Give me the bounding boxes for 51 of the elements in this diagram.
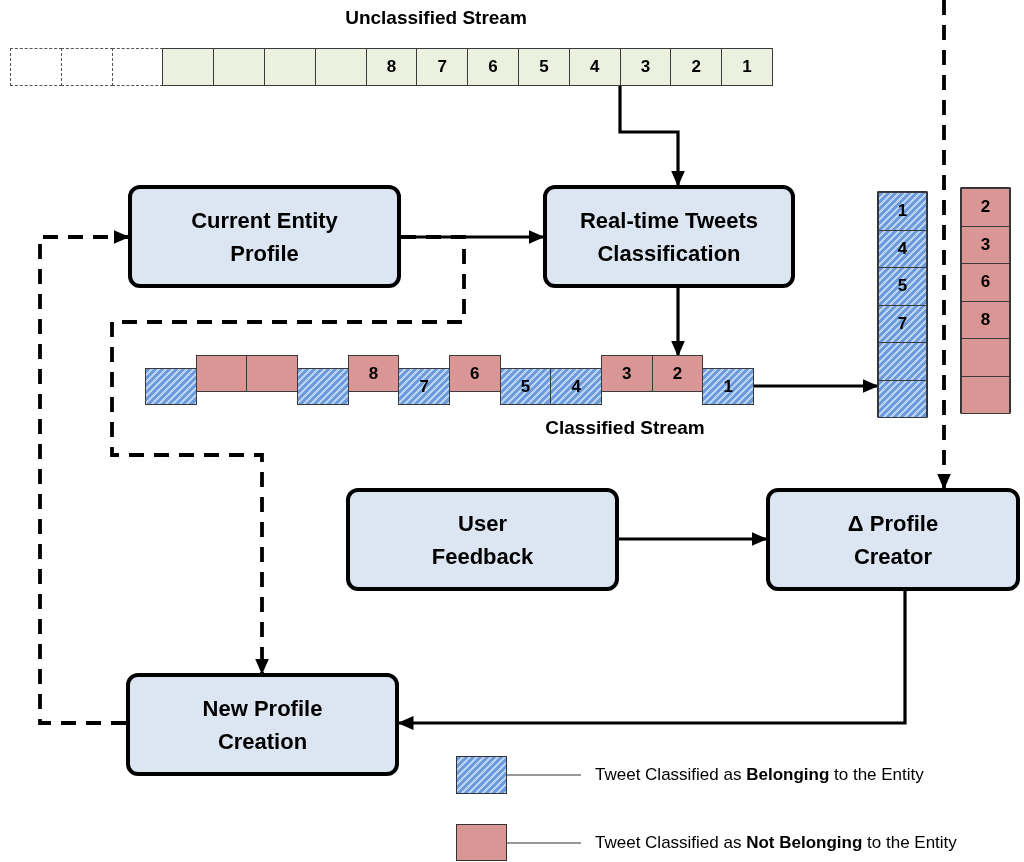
belonging-tweet-cell: 5: [878, 267, 927, 306]
belonging-tweet-cell: 1: [878, 192, 927, 231]
unclassified-tweet-cell: 7: [416, 48, 469, 86]
not-belonging-tweet-cell: 6: [961, 263, 1010, 302]
tweet-column: [877, 191, 928, 418]
not-belonging-tweet-cell: [961, 338, 1010, 377]
unclassified-tweet-cell: 5: [518, 48, 570, 86]
belonging-tweet-cell: [878, 379, 927, 418]
process-box: User Feedback: [346, 488, 619, 591]
dashed-arrow: [38, 230, 130, 725]
unclassified-tweet-cell: [314, 48, 367, 86]
process-box: Current Entity Profile: [128, 185, 401, 288]
not-belonging-tweet-cell: [961, 375, 1010, 414]
belonging-tweet-cell: [297, 368, 349, 405]
belonging-tweet-cell: [878, 342, 927, 381]
not-belonging-tweet-cell: 8: [347, 355, 400, 392]
not-belonging-tweet-cell: 2: [651, 355, 704, 392]
unclassified-tweet-cell: 3: [619, 48, 672, 86]
unclassified-tweet-cell: 8: [365, 48, 418, 86]
unclassified-tweet-cell: [213, 48, 265, 86]
unclassified-tweet-cell: 6: [467, 48, 519, 86]
arrow: [618, 86, 685, 187]
not-belonging-tweet-cell: 6: [449, 355, 501, 392]
stream-title: Classified Stream: [545, 416, 705, 440]
belonging-tweet-cell: [145, 368, 197, 405]
belonging-tweet-cell: 5: [499, 368, 552, 405]
process-box: New Profile Creation: [126, 673, 399, 776]
belonging-tweet-cell: 7: [398, 368, 450, 405]
unclassified-tweet-cell: 2: [670, 48, 723, 86]
unclassified-tweet-cell: 1: [721, 48, 773, 86]
not-belonging-tweet-cell: [246, 355, 298, 392]
not-belonging-tweet-cell: 2: [961, 188, 1010, 227]
legend-text: Tweet Classified as Not Belonging to the Entity: [595, 832, 957, 854]
arrow: [619, 532, 768, 546]
arrow: [754, 379, 879, 393]
unclassified-tweet-cell: 4: [568, 48, 621, 86]
not-belonging-tweet-cell: [195, 355, 248, 392]
belonging-tweet-cell: 4: [550, 368, 602, 405]
tweet-column: [960, 187, 1011, 414]
belonging-tweet-cell: 1: [702, 368, 754, 405]
process-box: Real-time Tweets Classification: [543, 185, 795, 288]
process-box: Δ Profile Creator: [766, 488, 1020, 591]
arrow: [671, 288, 685, 357]
not-belonging-tweet-cell: 3: [601, 355, 653, 392]
legend-text: Tweet Classified as Belonging to the Entity: [595, 764, 924, 786]
stream-title: Unclassified Stream: [345, 6, 527, 30]
arrow: [401, 230, 545, 244]
arrow: [397, 591, 907, 730]
unclassified-tweet-cell: [264, 48, 316, 86]
unclassified-tweet-cell: [162, 48, 215, 86]
dashed-arrow: [937, 0, 951, 490]
